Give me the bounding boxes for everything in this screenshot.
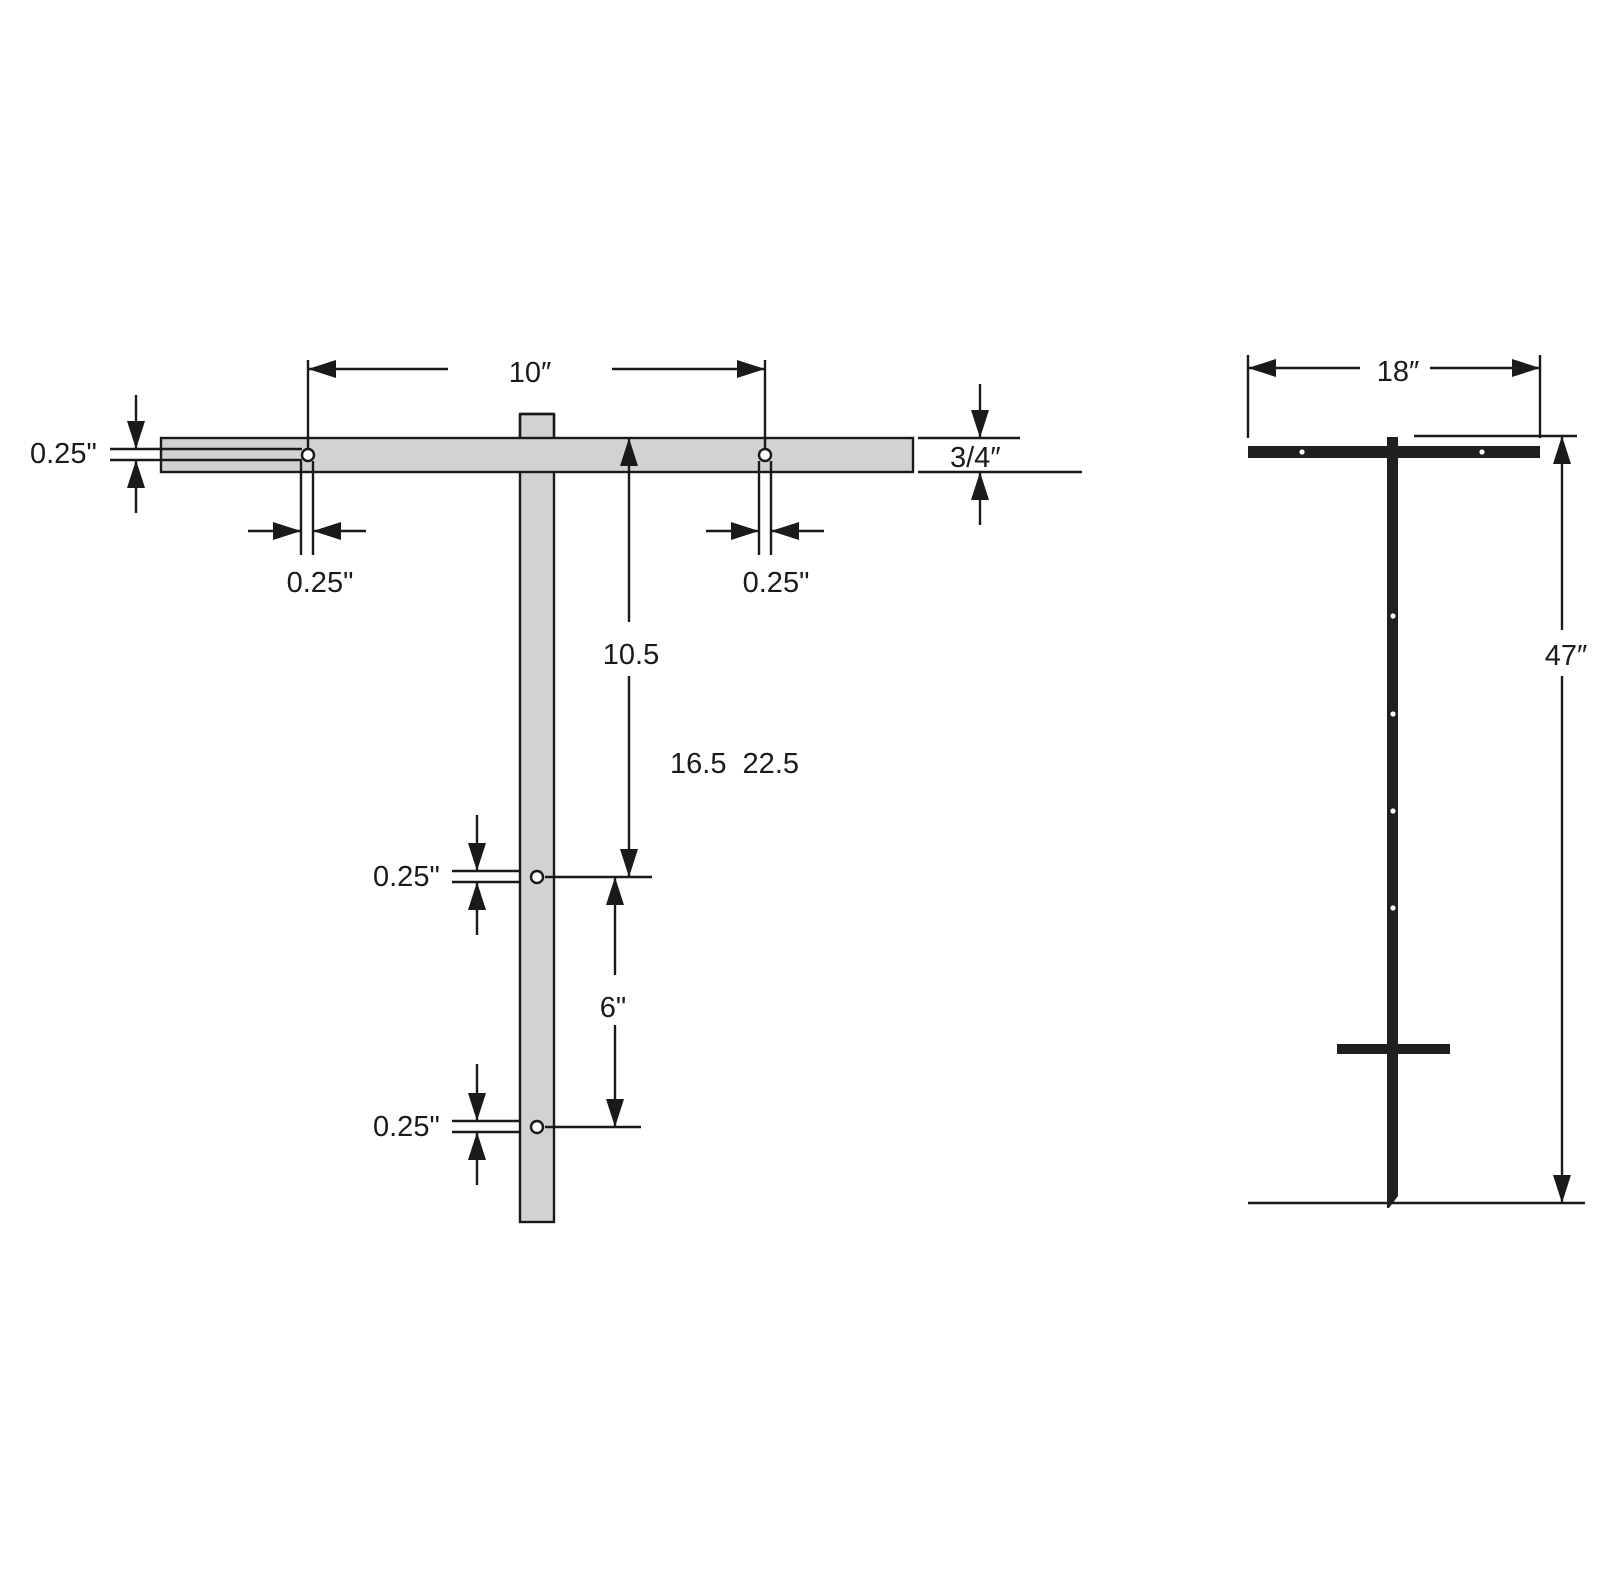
crossbar-right-hole [757, 447, 773, 463]
label-mid-hole: 0.25" [373, 861, 440, 893]
post-lower-hole [529, 1119, 545, 1135]
post-upper-hole [529, 869, 545, 885]
label-side-width: 18″ [1377, 356, 1420, 388]
dimension-left-hole-horizontal: 0.25" [248, 461, 366, 599]
label-top-hole-spacing: 10″ [509, 357, 552, 389]
label-right-hole-horizontal: 0.25" [743, 567, 810, 599]
dimension-upper-distance: 10.5 [545, 438, 659, 879]
label-alt-distances: 16.5 22.5 [670, 748, 799, 780]
dimension-bottom-hole: 0.25" [373, 1064, 520, 1185]
dimension-top-hole-spacing: 10″ [306, 357, 767, 449]
side-post [1387, 437, 1398, 1193]
side-post-tip [1387, 1190, 1398, 1208]
label-upper-distance: 10.5 [603, 639, 659, 671]
side-view: 18″ 47″ [1246, 355, 1588, 1208]
dimension-hole-spacing: 6" [545, 877, 641, 1129]
crossbar-left-hole [300, 447, 316, 463]
dimension-side-height: 47″ [1248, 434, 1588, 1205]
label-hole-spacing: 6" [600, 992, 626, 1024]
label-side-height: 47″ [1545, 640, 1588, 672]
label-left-hole-vertical: 0.25" [30, 438, 97, 470]
vertical-post [518, 412, 556, 1224]
dimension-right-hole-horizontal: 0.25" [706, 461, 824, 599]
dimension-mid-hole: 0.25" [373, 815, 520, 935]
side-foot-bar [1337, 1044, 1450, 1054]
label-crossbar-height: 3/4″ [950, 442, 1001, 474]
front-view: 10″ 3/4″ 0.25" [30, 357, 1082, 1224]
label-bottom-hole: 0.25" [373, 1111, 440, 1143]
dimension-left-hole-vertical: 0.25" [30, 395, 302, 513]
crossbar [159, 436, 915, 474]
label-left-hole-horizontal: 0.25" [287, 567, 354, 599]
dimension-crossbar-height: 3/4″ [918, 384, 1082, 525]
dimension-side-width: 18″ [1246, 355, 1542, 438]
